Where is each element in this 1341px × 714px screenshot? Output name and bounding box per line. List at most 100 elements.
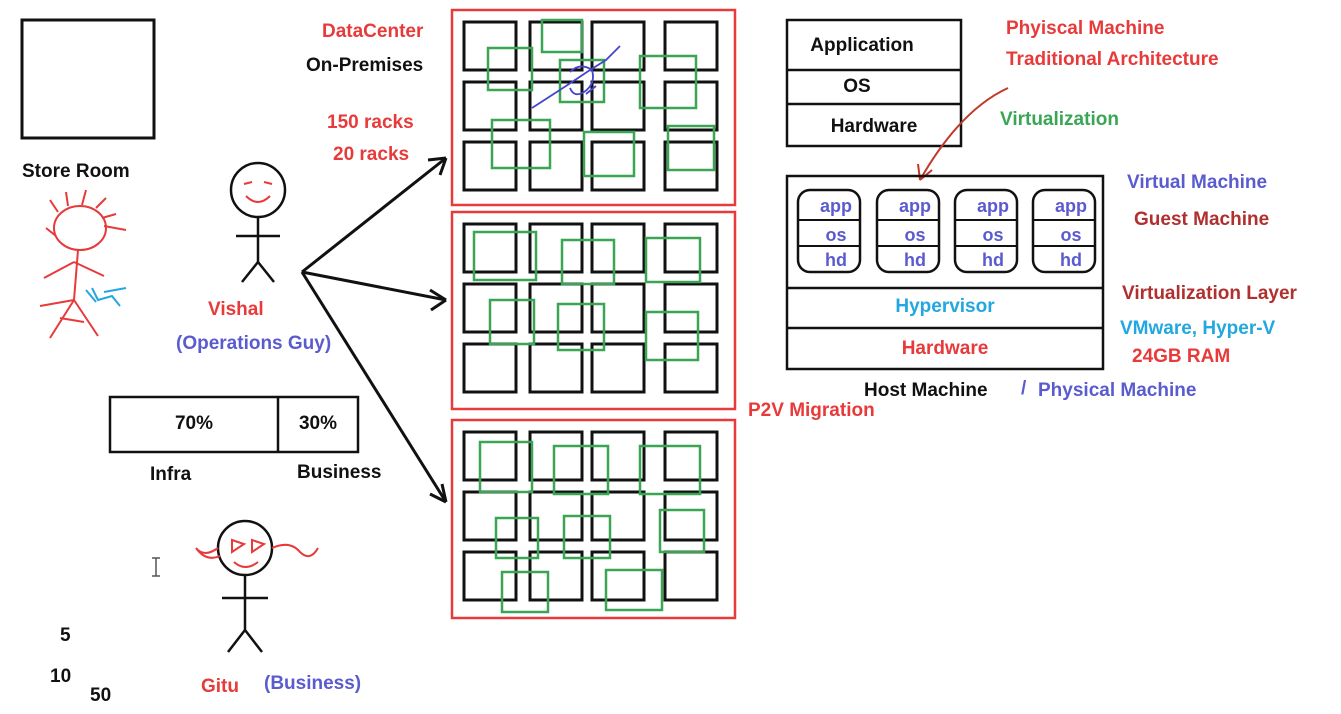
server-rack: [462, 140, 518, 192]
p2v-migration-label: P2V Migration: [748, 400, 875, 421]
ram-label: 24GB RAM: [1132, 346, 1231, 367]
virtual-machine-overlay: [500, 570, 550, 614]
hypervisor-layer: Hypervisor: [895, 296, 995, 317]
infra-percent: 70%: [174, 413, 214, 434]
virtual-machine-overlay: [604, 568, 664, 612]
virtual-machine-overlay: [490, 118, 552, 170]
os-layer: OS: [843, 76, 871, 97]
server-rack: [590, 342, 646, 394]
vm-os-label: os: [982, 225, 1004, 245]
virtual-machine-overlay: [478, 440, 534, 494]
server-rack: [528, 550, 584, 602]
server-rack: [663, 140, 719, 192]
vm-hd-label: hd: [825, 250, 847, 270]
vm-box: [1031, 188, 1097, 274]
application-layer: Application: [810, 35, 914, 56]
slash-separator: /: [1021, 378, 1027, 399]
vm-app-label: app: [976, 196, 1009, 216]
vm-box: [953, 188, 1019, 274]
traditional-architecture-label: Traditional Architecture: [1006, 49, 1219, 70]
vm-os-label: os: [1060, 225, 1082, 245]
virtual-machine-overlay: [488, 298, 536, 346]
number-10: 10: [50, 666, 72, 687]
vm-app-label: app: [1054, 196, 1087, 216]
server-rack: [462, 430, 518, 482]
vishal-face: [243, 181, 273, 203]
server-rack: [528, 20, 584, 72]
server-rack: [462, 20, 518, 72]
racks: [462, 20, 719, 602]
operations-guy-label: (Operations Guy): [176, 333, 332, 354]
server-rack: [528, 342, 584, 394]
vm-hd-label: hd: [1060, 250, 1082, 270]
vm-boxes: [796, 188, 1097, 274]
virtualization-layer-label: Virtualization Layer: [1122, 283, 1297, 304]
rack-scribble: [531, 45, 621, 109]
virtual-machine-overlay: [494, 516, 540, 560]
virtual-machine-overlay: [644, 236, 702, 284]
server-rack: [462, 550, 518, 602]
virtual-machine-overlay: [552, 444, 610, 496]
server-rack: [528, 80, 584, 132]
vm-hd-label: hd: [904, 250, 926, 270]
vm-box: [796, 188, 862, 274]
arrows: [300, 156, 448, 504]
vm-box: [875, 188, 941, 274]
virtual-machine-overlay: [582, 130, 636, 178]
server-rack: [663, 490, 719, 542]
business-label: Business: [297, 462, 382, 483]
store-room-label: Store Room: [22, 161, 130, 182]
server-rack: [462, 222, 518, 274]
racks-20-label: 20 racks: [333, 144, 410, 165]
text-cursor-icon: [152, 557, 160, 577]
gitu-role-label: (Business): [264, 673, 362, 694]
datacenter-label: DataCenter: [322, 21, 424, 42]
virtual-machine-overlay: [644, 310, 700, 362]
business-percent: 30%: [298, 413, 338, 434]
virtualization-label: Virtualization: [1000, 109, 1119, 130]
virtual-machine-overlay: [486, 46, 534, 92]
host-machine-box: [785, 174, 1105, 371]
number-50: 50: [90, 685, 112, 706]
server-rack: [590, 550, 646, 602]
server-rack: [528, 140, 584, 192]
server-rack: [462, 80, 518, 132]
server-rack: [663, 550, 719, 602]
vishal-figure: [229, 161, 287, 283]
vm-overlays: [472, 18, 716, 614]
vm-app-label: app: [819, 196, 852, 216]
scribble-figure: [39, 189, 127, 339]
server-rack: [462, 342, 518, 394]
gitu-label: Gitu: [201, 676, 239, 697]
datacenter-frame-3: [450, 418, 737, 620]
server-rack: [462, 490, 518, 542]
server-rack: [663, 80, 719, 132]
infra-business-bar: [108, 395, 360, 454]
virtual-machine-overlay: [560, 238, 616, 286]
vm-os-label: os: [825, 225, 847, 245]
virtual-machine-overlay: [658, 508, 706, 554]
guest-machine-label: Guest Machine: [1134, 209, 1270, 230]
server-rack: [590, 140, 646, 192]
server-rack: [663, 20, 719, 72]
infra-label: Infra: [150, 464, 192, 485]
vm-app-label: app: [898, 196, 931, 216]
on-premises-label: On-Premises: [306, 55, 424, 76]
virtual-machine-overlay: [558, 58, 606, 104]
virtual-machine-overlay: [666, 124, 716, 172]
datacenter-frame-1: [450, 8, 737, 207]
server-rack: [528, 430, 584, 482]
host-machine-label: Host Machine: [864, 380, 988, 401]
virtual-machine-overlay: [472, 230, 538, 282]
server-rack: [590, 282, 646, 334]
physical-machine-host-label: Physical Machine: [1038, 380, 1197, 401]
virtual-machine-overlay: [638, 54, 698, 110]
datacenter-frame-2: [450, 210, 737, 411]
physical-machine-label: Phyiscal Machine: [1006, 18, 1165, 39]
traditional-stack-box: [785, 18, 963, 148]
scribble-mark: [85, 287, 127, 307]
racks-150-label: 150 racks: [327, 112, 414, 133]
server-rack: [528, 222, 584, 274]
